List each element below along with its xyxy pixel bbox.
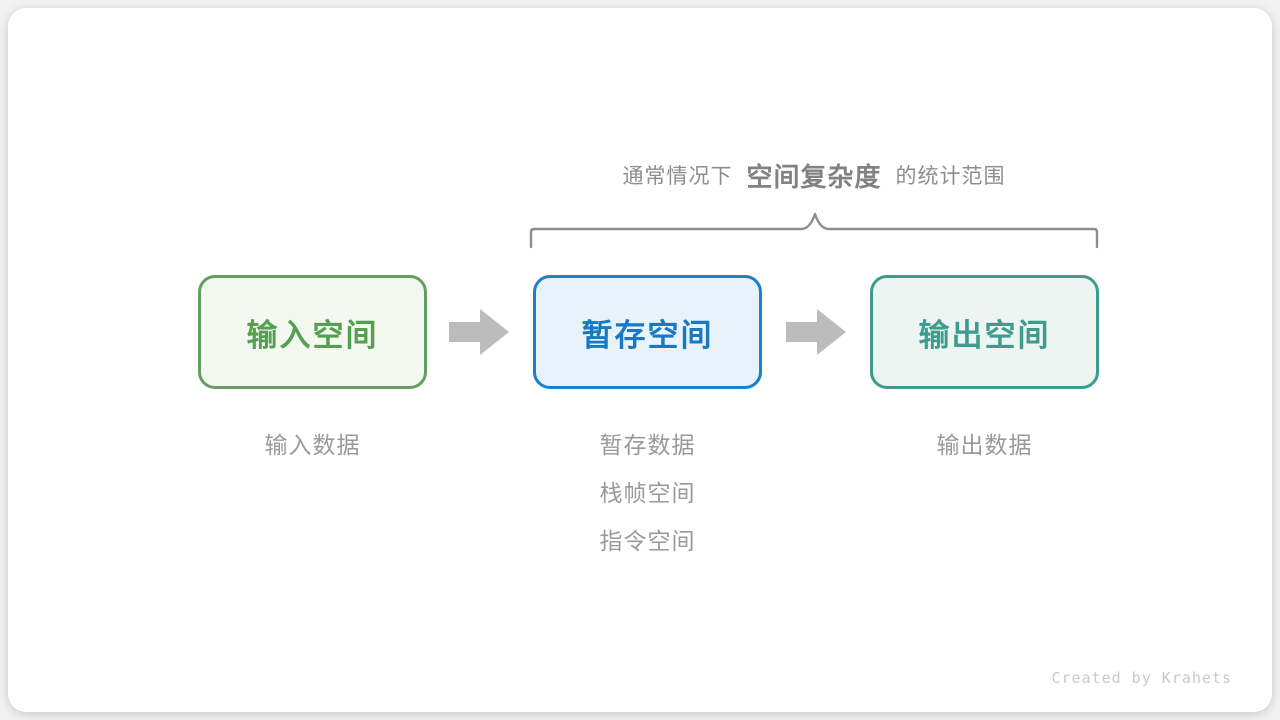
note-line: 暂存数据 [599,432,696,458]
output-space-label: 输出空间 [918,317,1051,353]
annotation-prefix: 通常情况下 [622,165,733,188]
input-space-box: 输入空间 [198,275,427,389]
input-space-notes: 输入数据 [198,421,427,469]
note-line: 指令空间 [599,528,696,554]
annotation-highlight: 空间复杂度 [746,161,882,192]
diagram-card: 通常情况下 空间复杂度 的统计范围 输入空间 暂存空间 输出空间 输入数据 暂存… [8,8,1272,712]
note-line: 栈帧空间 [599,480,696,506]
watermark-credit: Created by Krahets [1051,669,1232,687]
output-space-notes: 输出数据 [870,421,1099,469]
arrow-right-icon [449,309,509,355]
annotation-suffix: 的统计范围 [895,165,1006,188]
output-space-box: 输出空间 [870,275,1099,389]
note-line: 输出数据 [936,432,1033,458]
arrow-right-icon [786,309,846,355]
temporary-space-box: 暂存空间 [533,275,762,389]
scope-annotation: 通常情况下 空间复杂度 的统计范围 [494,154,1134,196]
input-space-label: 输入空间 [246,317,379,353]
curly-brace-top-icon [529,212,1099,249]
temporary-space-notes: 暂存数据 栈帧空间 指令空间 [533,421,762,565]
note-line: 输入数据 [264,432,361,458]
temporary-space-label: 暂存空间 [581,317,714,353]
